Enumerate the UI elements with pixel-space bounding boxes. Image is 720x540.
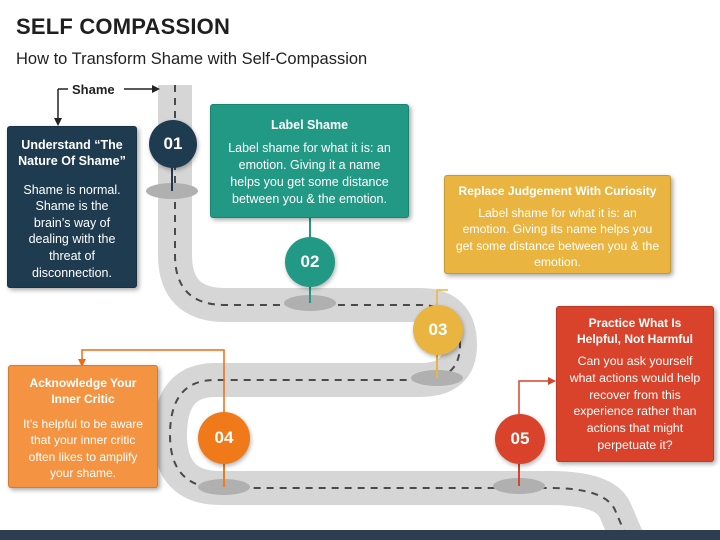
start-label: Shame [72,82,115,97]
step-body: Can you ask yourself what actions would … [569,354,701,452]
page-subtitle: How to Transform Shame with Self-Compass… [16,50,368,68]
step-01-marker: 01 [149,120,197,168]
step-heading: Label Shame [270,118,349,132]
step-heading: Practice What Is Helpful, Not Harmful [577,316,693,346]
step-05-marker: 05 [495,414,545,464]
step-03-marker: 03 [413,305,463,355]
step-05-card: Practice What Is Helpful, Not Harmful Ca… [556,306,714,462]
step-heading: Acknowledge Your Inner Critic [29,376,137,406]
step-heading: Understand “The Nature Of Shame” [18,138,126,169]
page-title: SELF COMPASSION [16,14,231,39]
step-02-card: Label Shame Label shame for what it is: … [210,104,409,218]
step-heading: Replace Judgement With Curiosity [458,184,657,198]
footer-bar [0,530,720,540]
step-03-card: Replace Judgement With Curiosity Label s… [444,175,671,274]
connector-04 [78,349,225,412]
step-body: Shame is normal. Shame is the brain’s wa… [23,182,121,280]
step-body: It’s helpful to be aware that your inner… [23,417,143,480]
connector-05 [518,377,556,414]
connector-03 [436,289,448,305]
step-04-marker: 04 [198,412,250,464]
step-01-card: Understand “The Nature Of Shame” Shame i… [7,126,137,288]
step-body: Label shame for what it is: an emotion. … [228,141,391,206]
step-02-marker: 02 [285,237,335,287]
step-body: Label shame for what it is: an emotion. … [455,205,660,269]
step-04-card: Acknowledge Your Inner Critic It’s helpf… [8,365,158,488]
